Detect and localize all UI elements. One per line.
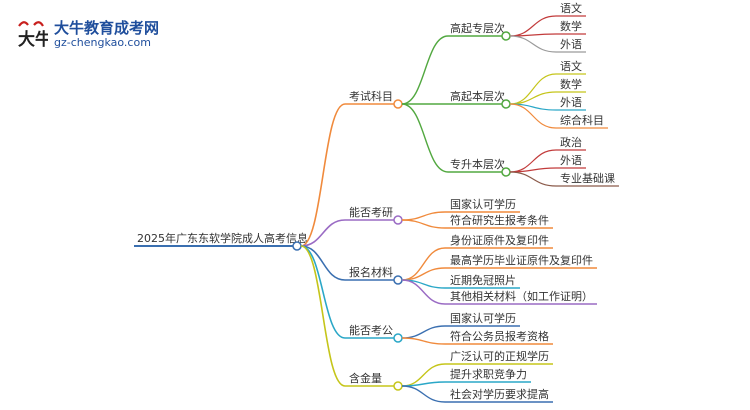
sub-topic-0-1[interactable]: 高起本层次 bbox=[450, 89, 505, 103]
root-node[interactable] bbox=[292, 241, 302, 251]
branch-connector-0 bbox=[300, 103, 346, 247]
leaf-connector-4-2 bbox=[401, 385, 446, 403]
leaf-4-1[interactable]: 提升求职竞争力 bbox=[450, 367, 527, 381]
leaf-connector-2-3 bbox=[401, 279, 446, 305]
leaf-connector-0-1-0 bbox=[509, 73, 557, 105]
leaf-connector-0-1-1 bbox=[509, 91, 557, 105]
sub-node-0-1[interactable] bbox=[501, 99, 511, 109]
branch-4-node[interactable] bbox=[393, 381, 403, 391]
svg-text:大牛: 大牛 bbox=[18, 29, 48, 50]
site-name: 大牛教育成考网 bbox=[54, 19, 160, 37]
sub-topic-0-2[interactable]: 专升本层次 bbox=[450, 157, 505, 171]
leaf-1-1[interactable]: 符合研究生报考条件 bbox=[450, 213, 549, 227]
leaf-connector-0-2-1 bbox=[509, 167, 557, 173]
leaf-3-1[interactable]: 符合公务员报考资格 bbox=[450, 329, 549, 343]
leaf-0-1-0[interactable]: 语文 bbox=[560, 59, 582, 73]
site-url: gz-chengkao.com bbox=[54, 36, 151, 49]
branch-2-node[interactable] bbox=[393, 275, 403, 285]
branch-4-label[interactable]: 含金量 bbox=[349, 371, 382, 385]
bull-logo-icon: 大牛 bbox=[18, 21, 48, 50]
leaf-0-0-0[interactable]: 语文 bbox=[560, 1, 582, 15]
leaf-0-2-0[interactable]: 政治 bbox=[560, 135, 582, 149]
leaf-connector-0-0-0 bbox=[509, 15, 557, 37]
branch-connector-2 bbox=[300, 245, 346, 281]
leaf-3-0[interactable]: 国家认可学历 bbox=[450, 311, 516, 325]
leaf-0-0-2[interactable]: 外语 bbox=[560, 38, 582, 51]
leaf-connector-0-1-3 bbox=[509, 103, 557, 129]
leaf-connector-3-1 bbox=[401, 337, 446, 345]
leaf-connector-0-0-2 bbox=[509, 35, 557, 53]
sub-node-0-0[interactable] bbox=[501, 31, 511, 41]
leaf-0-0-1[interactable]: 数学 bbox=[560, 19, 582, 33]
sub-topic-0-0[interactable]: 高起专层次 bbox=[450, 21, 505, 35]
leaf-1-0[interactable]: 国家认可学历 bbox=[450, 197, 516, 211]
branch-1-label[interactable]: 能否考研 bbox=[349, 205, 393, 219]
leaf-0-1-1[interactable]: 数学 bbox=[560, 77, 582, 91]
leaf-4-2[interactable]: 社会对学历要求提高 bbox=[450, 387, 549, 401]
branch-3-node[interactable] bbox=[393, 333, 403, 343]
sub-connector-0-0 bbox=[401, 35, 449, 105]
branch-connector-4 bbox=[300, 245, 346, 387]
leaf-connector-1-1 bbox=[401, 219, 446, 229]
branch-1-node[interactable] bbox=[393, 215, 403, 225]
branch-0-node[interactable] bbox=[393, 99, 403, 109]
leaf-0-1-2[interactable]: 外语 bbox=[560, 96, 582, 109]
branch-0-label[interactable]: 考试科目 bbox=[349, 89, 393, 103]
leaf-connector-0-2-2 bbox=[509, 171, 557, 187]
leaf-4-0[interactable]: 广泛认可的正规学历 bbox=[450, 349, 549, 363]
leaf-connector-2-0 bbox=[401, 247, 446, 281]
leaf-2-1[interactable]: 最高学历毕业证原件及复印件 bbox=[450, 253, 593, 267]
root-topic[interactable]: 2025年广东东软学院成人高考信息 bbox=[137, 231, 308, 245]
leaf-0-2-2[interactable]: 专业基础课 bbox=[560, 171, 615, 185]
leaf-connector-1-0 bbox=[401, 211, 446, 221]
site-logo[interactable]: 大牛 大牛教育成考网 gz-chengkao.com bbox=[14, 16, 164, 56]
leaf-2-0[interactable]: 身份证原件及复印件 bbox=[450, 233, 549, 247]
branch-connector-1 bbox=[300, 219, 346, 247]
leaf-connector-4-1 bbox=[401, 381, 446, 387]
sub-connector-0-2 bbox=[401, 103, 449, 173]
leaf-0-2-1[interactable]: 外语 bbox=[560, 154, 582, 167]
sub-node-0-2[interactable] bbox=[501, 167, 511, 177]
branch-3-label[interactable]: 能否考公 bbox=[349, 323, 393, 337]
branch-connector-3 bbox=[300, 245, 346, 339]
leaf-connector-3-0 bbox=[401, 325, 446, 339]
leaf-2-3[interactable]: 其他相关材料（如工作证明） bbox=[450, 289, 593, 303]
branch-2-label[interactable]: 报名材料 bbox=[349, 265, 393, 279]
leaf-0-1-3[interactable]: 综合科目 bbox=[560, 113, 604, 127]
leaf-2-2[interactable]: 近期免冠照片 bbox=[450, 273, 516, 287]
